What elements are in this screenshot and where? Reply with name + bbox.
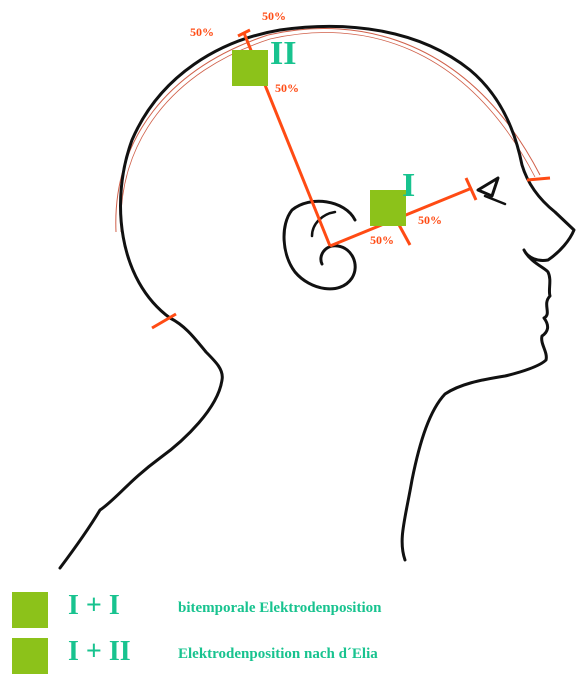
percent-label-below-electrode-II: 50% xyxy=(275,81,299,95)
tick-occiput xyxy=(152,314,176,328)
legend-description: bitemporale Elektrodenposition xyxy=(178,600,381,617)
legend-description: Elektrodenposition nach d´Elia xyxy=(178,646,378,663)
legend-item-bitemporal: I + I bitemporale Elektrodenposition xyxy=(12,592,381,628)
tick-temporal-mid xyxy=(398,223,410,245)
legend-swatch xyxy=(12,592,48,628)
electrode-II-label: II xyxy=(270,35,296,72)
legend-item-delia: I + II Elektrodenposition nach d´Elia xyxy=(12,638,378,674)
eye-outline xyxy=(478,178,498,196)
electrode-I xyxy=(370,190,406,226)
eyelid-line xyxy=(485,196,505,204)
electrode-II xyxy=(232,50,268,86)
percent-label-top-left: 50% xyxy=(190,25,214,39)
percent-label-top-center: 50% xyxy=(262,9,286,23)
ear-outline xyxy=(284,201,355,289)
legend-swatch xyxy=(12,638,48,674)
head-outline xyxy=(121,26,574,560)
legend-combo-label: I + II xyxy=(68,638,166,666)
percent-label-temporal-right: 50% xyxy=(418,213,442,227)
electrode-I-label: I xyxy=(402,167,415,204)
neck-back-outline xyxy=(60,318,222,568)
percent-label-temporal-left: 50% xyxy=(370,233,394,247)
tick-nasion xyxy=(527,178,550,180)
legend-combo-label: I + I xyxy=(68,592,166,620)
